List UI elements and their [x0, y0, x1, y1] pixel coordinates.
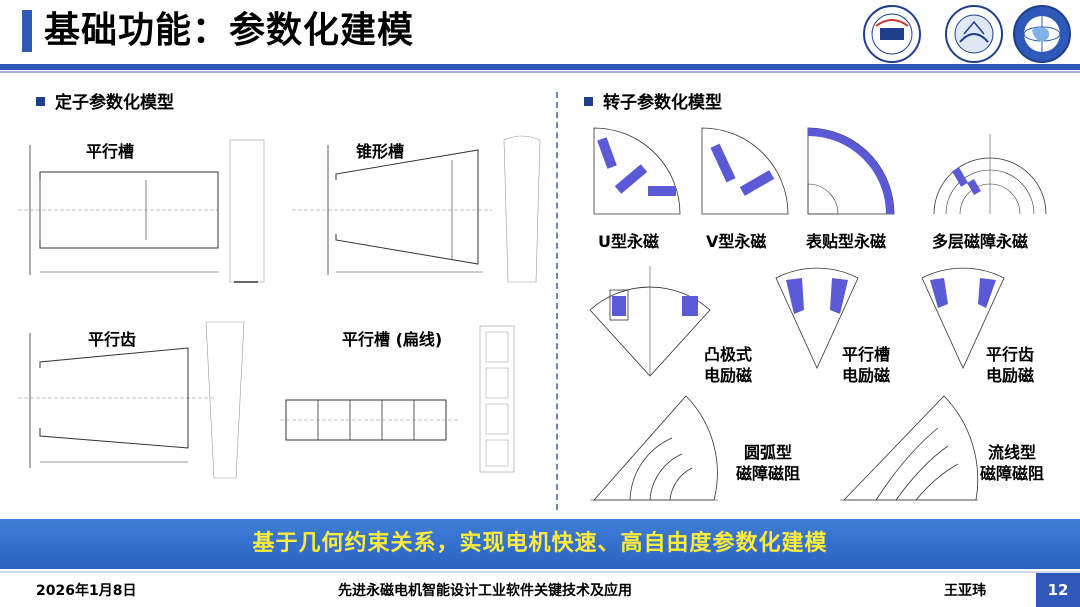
- seal-logo-icon: [945, 5, 1003, 63]
- u-type-rotor-diagram: [593, 127, 681, 215]
- parallel-slot-diagram: [18, 139, 265, 283]
- label-tapered-slot: 锥形槽: [356, 142, 405, 161]
- label-u-type: U型永磁: [598, 232, 659, 251]
- stator-section-head: 定子参数化模型: [36, 88, 174, 113]
- footer-date: 2026年1月8日: [36, 583, 137, 599]
- rotor-section-label: 转子参数化模型: [603, 93, 722, 113]
- label-surface: 表贴型永磁: [806, 232, 887, 251]
- parallel-tooth-exc-rotor-diagram: [921, 267, 1005, 369]
- stator-section-label: 定子参数化模型: [55, 93, 174, 113]
- flat-wire-slot-diagram: [280, 325, 515, 473]
- parallel-slot-exc-rotor-diagram: [775, 267, 859, 369]
- university-logo-icon: [863, 5, 921, 63]
- page-number: 12: [1036, 573, 1080, 607]
- label-arc-barrier-text: 圆弧型 磁障磁阻: [736, 443, 801, 483]
- label-streamline-barrier-text: 流线型 磁障磁阻: [980, 443, 1045, 483]
- page-title: 基础功能：参数化建模: [44, 10, 415, 51]
- label-parallel-tooth-exc: 平行齿 电励磁: [986, 344, 1034, 386]
- streamline-barrier-rotor-diagram: [840, 395, 979, 501]
- surface-rotor-diagram: [807, 127, 895, 215]
- footer-rule: [0, 571, 1080, 573]
- salient-pole-rotor-diagram: [589, 266, 711, 377]
- footer-author: 王亚玮: [944, 583, 986, 599]
- title-rule-thin: [0, 71, 1080, 73]
- label-flat-wire-slot: 平行槽 (扁线): [342, 330, 443, 349]
- label-salient-text: 凸极式 电励磁: [704, 345, 753, 385]
- footer-center-title: 先进永磁电机智能设计工业软件关键技术及应用: [338, 583, 632, 599]
- tapered-slot-diagram: [292, 135, 541, 283]
- label-v-type: V型永磁: [706, 232, 767, 251]
- section-divider: [556, 92, 558, 510]
- title-accent-bar: [22, 10, 32, 52]
- label-arc-barrier: 圆弧型 磁障磁阻: [736, 442, 800, 484]
- bullet-square-icon: [584, 96, 593, 106]
- label-parallel-slot-exc: 平行槽 电励磁: [842, 344, 890, 386]
- arc-barrier-rotor-diagram: [590, 395, 718, 501]
- bullet-square-icon: [36, 96, 45, 106]
- parallel-tooth-diagram: [18, 321, 245, 479]
- label-multilayer: 多层磁障永磁: [932, 232, 1029, 251]
- globe-logo-icon: [1013, 5, 1071, 63]
- rotor-section-head: 转子参数化模型: [584, 88, 722, 113]
- label-parallel-slot-exc-text: 平行槽 电励磁: [842, 345, 891, 385]
- label-parallel-tooth-exc-text: 平行齿 电励磁: [986, 345, 1035, 385]
- multilayer-rotor-diagram: [933, 134, 1047, 215]
- label-parallel-tooth: 平行齿: [88, 330, 137, 349]
- label-parallel-slot: 平行槽: [86, 142, 135, 161]
- label-salient: 凸极式 电励磁: [704, 344, 752, 386]
- title-rule: [0, 64, 1080, 70]
- v-type-rotor-diagram: [701, 127, 789, 215]
- summary-banner: 基于几何约束关系，实现电机快速、高自由度参数化建模: [0, 519, 1080, 569]
- summary-banner-text: 基于几何约束关系，实现电机快速、高自由度参数化建模: [252, 531, 828, 556]
- label-streamline-barrier: 流线型 磁障磁阻: [980, 442, 1044, 484]
